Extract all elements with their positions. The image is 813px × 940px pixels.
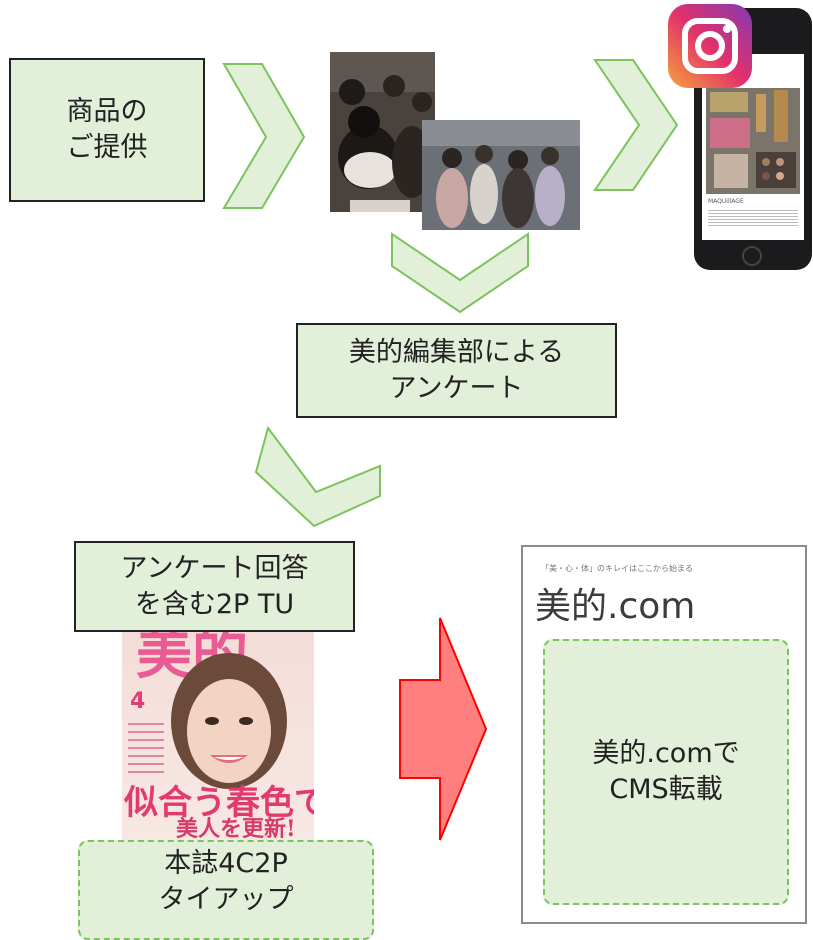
phone-screen: MAQUillAGE <box>702 54 804 240</box>
survey-box: 美的編集部による アンケート <box>296 323 617 418</box>
survey-line1: 美的編集部による <box>348 336 565 368</box>
chevron-right-icon <box>593 59 679 191</box>
chevron-down-icon <box>254 426 381 528</box>
site-logo: 美的.com <box>535 586 696 627</box>
answers-box: アンケート回答 を含む2P TU <box>74 541 355 632</box>
web-line2: CMS転載 <box>609 774 723 805</box>
post-image <box>706 88 800 194</box>
site-tagline: 「美・心・体」のキレイはここから始まる <box>541 564 693 573</box>
cover-side-text <box>128 717 164 775</box>
event-photo-2 <box>422 120 580 230</box>
instagram-icon <box>668 4 752 88</box>
answers-line2: を含む2P TU <box>134 588 295 620</box>
post-text-lines <box>708 208 798 226</box>
tieup-line1: 本誌4C2P <box>164 848 288 879</box>
web-line1: 美的.comで <box>592 738 740 770</box>
survey-line2: アンケート <box>389 372 524 404</box>
post-caption: MAQUillAGE <box>708 198 744 205</box>
magazine-issue: 4 <box>130 689 146 714</box>
magazine-cover: 美的 4 似合う春色で 美人を更新! <box>122 615 314 847</box>
event-photo-1 <box>330 52 435 212</box>
offer-line1: 商品の <box>66 96 148 128</box>
chevron-down-icon <box>391 232 529 314</box>
cover-headline-2: 美人を更新! <box>176 816 296 842</box>
cover-headline-1: 似合う春色で <box>124 783 314 823</box>
website-panel: 「美・心・体」のキレイはここから始まる 美的.com 美的.comで CMS転載 <box>521 545 807 924</box>
answers-line1: アンケート回答 <box>120 552 309 584</box>
web-box: 美的.comで CMS転載 <box>543 639 789 905</box>
tieup-line2: タイアップ <box>158 883 294 915</box>
offer-line2: ご提供 <box>66 132 148 163</box>
model-face <box>170 651 288 789</box>
tieup-box: 本誌4C2P タイアップ <box>78 840 374 940</box>
offer-box: 商品の ご提供 <box>9 58 205 202</box>
home-button <box>742 246 762 266</box>
arrow-right-icon <box>399 617 488 841</box>
chevron-right-icon <box>222 63 306 209</box>
